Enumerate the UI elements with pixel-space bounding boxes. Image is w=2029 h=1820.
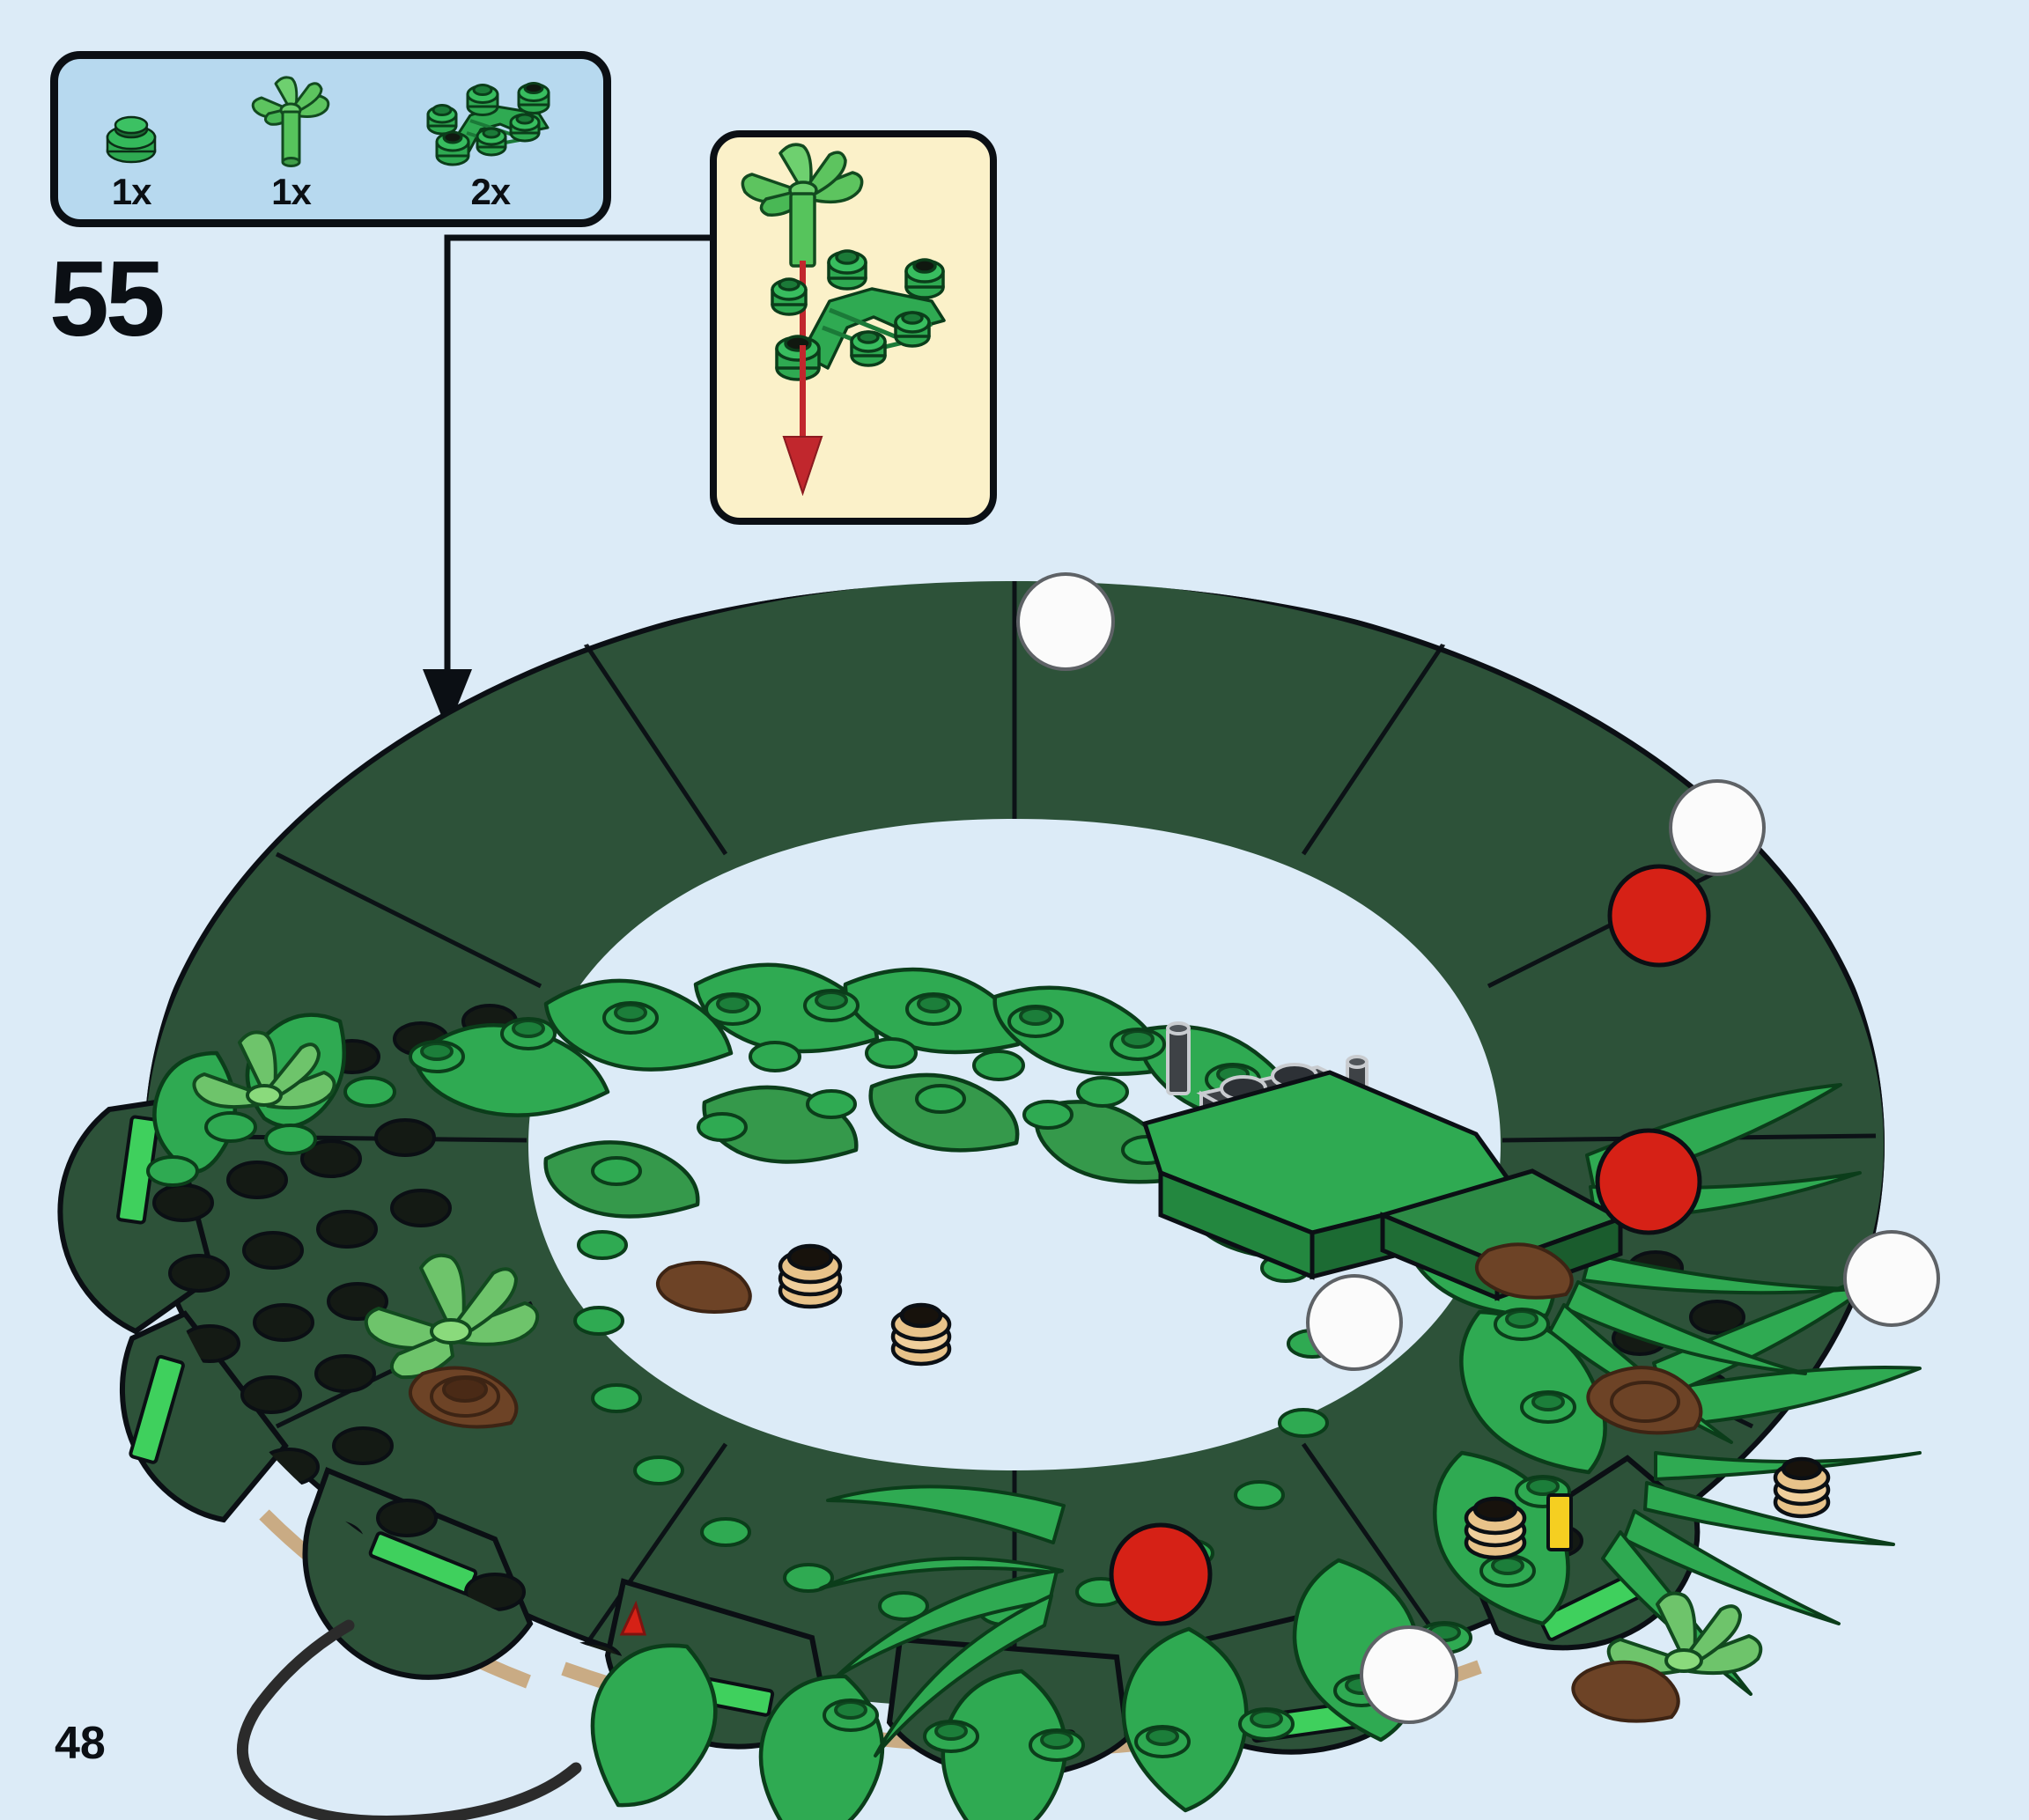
red-berry <box>1109 1522 1213 1626</box>
white-ball-ornaments <box>1016 572 1940 1724</box>
white-ornament <box>1360 1625 1458 1724</box>
white-ornament <box>1306 1274 1403 1371</box>
part-item-0: 1x <box>96 50 166 219</box>
plant-branch-green-icon <box>416 73 565 170</box>
red-berry <box>1607 864 1711 968</box>
part-quantity: 1x <box>271 171 312 212</box>
part-quantity: 1x <box>111 171 152 212</box>
detail-inset-box <box>710 130 997 525</box>
page-number: 48 <box>55 1718 106 1769</box>
round-plate-1x1-green-icon <box>96 73 166 170</box>
part-quantity: 2x <box>470 171 511 212</box>
yellow-accent-tile <box>1546 1493 1573 1551</box>
parts-callout-box: 1x 1x <box>50 51 611 227</box>
red-berry-ornaments <box>1109 864 1711 1626</box>
part-item-2: 2x <box>416 50 565 219</box>
brown-accents <box>409 1242 1703 1723</box>
wreath-foliage <box>146 962 1922 1820</box>
plant-palm-top-green-icon <box>242 73 339 170</box>
new-plant-piece <box>364 1253 540 1380</box>
arrow-head-overlay <box>782 436 823 497</box>
detail-inset-art <box>741 143 946 497</box>
white-ornament <box>1669 779 1766 876</box>
red-berry <box>1595 1128 1702 1235</box>
lego-wreath-model <box>57 572 1940 1820</box>
leaf-sprigs <box>192 1030 1763 1676</box>
white-ornament <box>1843 1230 1940 1327</box>
plant-palm-top-green-icon <box>741 143 864 217</box>
hanging-cord <box>236 1619 582 1820</box>
part-item-1: 1x <box>242 50 339 219</box>
red-marker <box>619 1600 647 1636</box>
step-number: 55 <box>49 239 166 358</box>
palm-stem <box>789 192 816 268</box>
white-ornament <box>1016 572 1115 671</box>
callout-leader-line <box>423 234 775 731</box>
plant-branch-green-icon <box>771 249 946 381</box>
